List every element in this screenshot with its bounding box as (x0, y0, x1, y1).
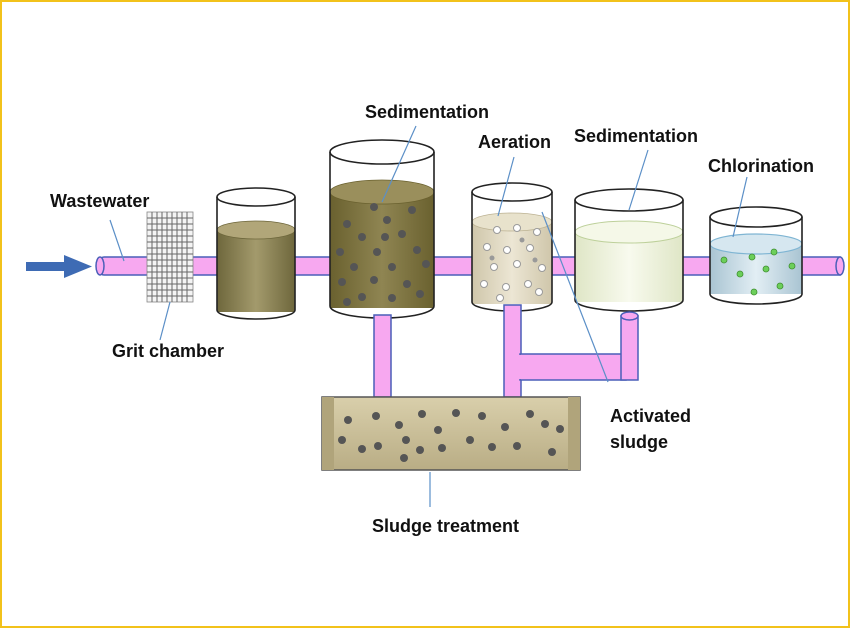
label-sedimentation-secondary: Sedimentation (574, 126, 698, 146)
inlet-arrow-icon (26, 255, 92, 278)
chlorination-tank (709, 206, 803, 305)
label-sludge-treatment: Sludge treatment (372, 516, 519, 536)
label-aeration: Aeration (478, 132, 551, 152)
secondary-sedimentation-tank (574, 188, 684, 312)
label-sedimentation-primary: Sedimentation (365, 102, 489, 122)
aeration-tank (471, 182, 553, 312)
sludge-treatment-tank (321, 396, 581, 471)
label-wastewater: Wastewater (50, 191, 149, 211)
primary-sedimentation-tank (329, 139, 435, 319)
label-activated-sludge-line2: sludge (610, 432, 668, 452)
sludge-pipes (373, 304, 639, 398)
grit-chamber-screen (146, 211, 194, 303)
leader-lines (109, 125, 748, 507)
label-activated-sludge-line1: Activated (610, 406, 691, 426)
label-grit-chamber: Grit chamber (112, 341, 224, 361)
label-chlorination: Chlorination (708, 156, 814, 176)
grit-tank (216, 187, 296, 320)
